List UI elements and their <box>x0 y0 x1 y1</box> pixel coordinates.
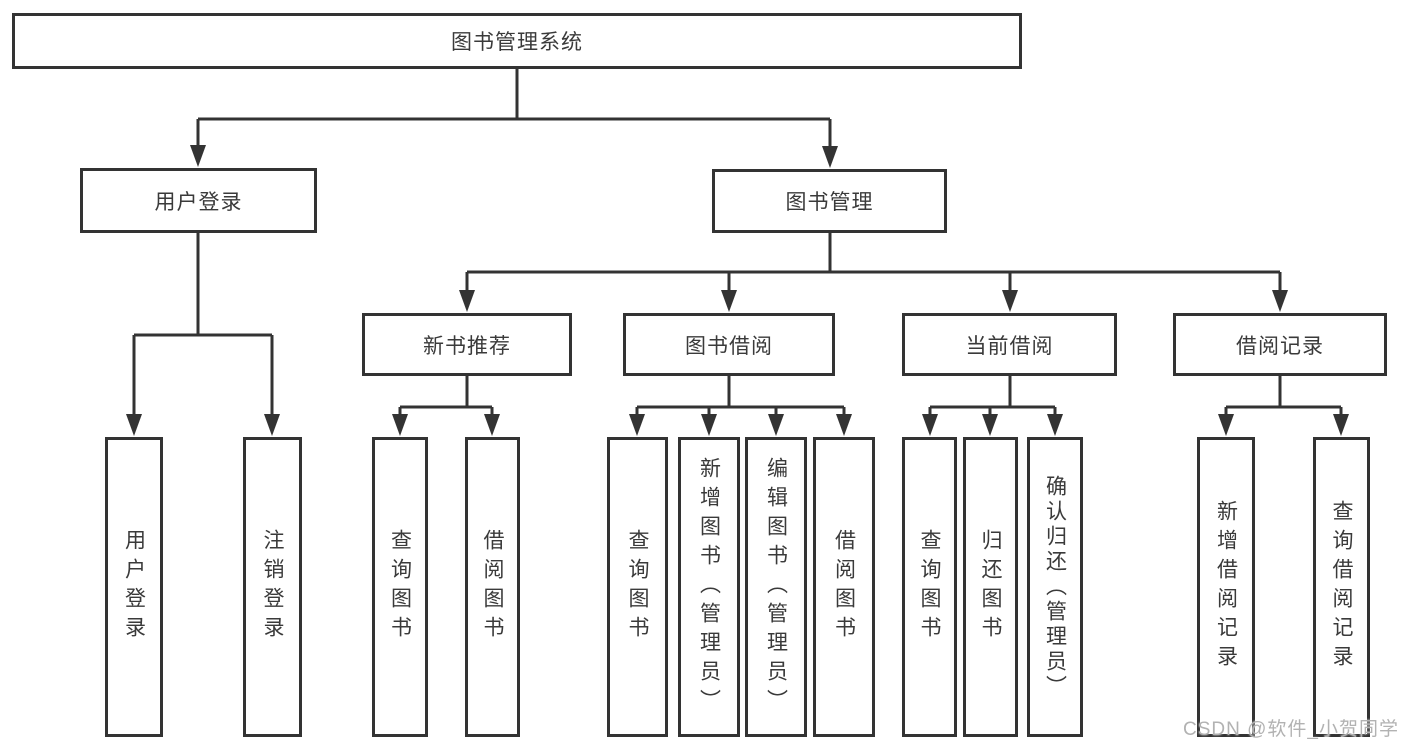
connector-current-to-leaves <box>922 376 1063 436</box>
leaf-record-query: 查询借阅记录 <box>1313 437 1370 737</box>
leaf-record-add-label: 新增借阅记录 <box>1214 500 1238 674</box>
connector-borrow-to-leaves <box>629 376 852 436</box>
leaf-current-query: 查询图书 <box>902 437 957 737</box>
node-book-management: 图书管理 <box>712 169 947 233</box>
leaf-newbook-borrow: 借阅图书 <box>465 437 520 737</box>
leaf-borrow-add-label: 新增图书（管理员） <box>697 456 721 718</box>
leaf-current-return: 归还图书 <box>963 437 1018 737</box>
node-book-borrow: 图书借阅 <box>623 313 835 376</box>
leaf-borrow-edit-label: 编辑图书（管理员） <box>764 456 788 718</box>
leaf-newbook-query: 查询图书 <box>372 437 428 737</box>
leaf-borrow-query-label: 查询图书 <box>626 529 649 645</box>
connector-record-to-leaves <box>1218 376 1349 436</box>
leaf-current-query-label: 查询图书 <box>918 529 941 645</box>
leaf-current-return-label: 归还图书 <box>979 529 1002 645</box>
leaf-current-confirm-label: 确认归还（管理员） <box>1043 474 1067 700</box>
leaf-user-login-label: 用户登录 <box>122 529 146 645</box>
connector-management-to-level3 <box>459 233 1288 312</box>
leaf-newbook-borrow-label: 借阅图书 <box>481 529 504 645</box>
leaf-user-login: 用户登录 <box>105 437 163 737</box>
node-current-borrow: 当前借阅 <box>902 313 1117 376</box>
node-new-book-recommend: 新书推荐 <box>362 313 572 376</box>
node-borrow-record: 借阅记录 <box>1173 313 1387 376</box>
leaf-logout: 注销登录 <box>243 437 302 737</box>
leaf-current-confirm: 确认归还（管理员） <box>1027 437 1083 737</box>
node-root: 图书管理系统 <box>12 13 1022 69</box>
leaf-record-add: 新增借阅记录 <box>1197 437 1255 737</box>
csdn-watermark: CSDN @软件_小贺同学 <box>1183 719 1399 740</box>
leaf-borrow-add: 新增图书（管理员） <box>678 437 740 737</box>
leaf-borrow-query: 查询图书 <box>607 437 668 737</box>
node-user-login: 用户登录 <box>80 168 317 233</box>
leaf-record-query-label: 查询借阅记录 <box>1330 500 1353 674</box>
leaf-logout-label: 注销登录 <box>261 529 284 645</box>
leaf-borrow-borrow-label: 借阅图书 <box>832 529 856 645</box>
leaf-borrow-edit: 编辑图书（管理员） <box>745 437 807 737</box>
connector-login-to-leaves <box>126 233 280 436</box>
leaf-borrow-borrow: 借阅图书 <box>813 437 875 737</box>
connector-newbook-to-leaves <box>392 376 500 436</box>
connector-root-to-level2 <box>190 69 838 168</box>
leaf-newbook-query-label: 查询图书 <box>388 529 412 645</box>
